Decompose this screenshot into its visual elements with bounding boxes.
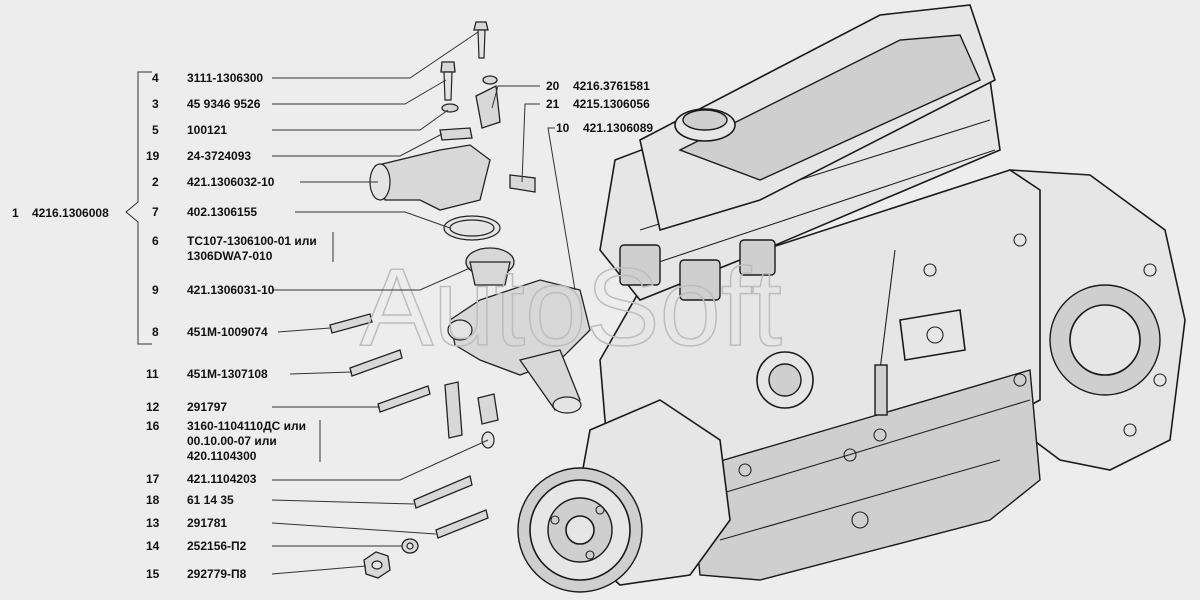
callout-number: 14 [146, 539, 160, 553]
part-code: 421.1306031-10 [187, 283, 275, 297]
part-code: 421.1306089 [583, 121, 653, 135]
callout-number: 13 [146, 516, 160, 530]
part-code-alt: 00.10.00-07 или [187, 434, 277, 448]
part-code: 45 9346 9526 [187, 97, 261, 111]
part-code: 4216.3761581 [573, 79, 650, 93]
callout-number: 9 [152, 283, 159, 297]
callout-number: 12 [146, 400, 160, 414]
part-code: 4215.1306056 [573, 97, 650, 111]
part-code: 3160-1104110ДС или [187, 419, 306, 433]
callout-number: 10 [556, 121, 570, 135]
callout-number: 20 [546, 79, 560, 93]
assembly-bracket [125, 71, 152, 345]
timing-cover-and-pulley [517, 399, 731, 593]
callout-number: 21 [546, 97, 560, 111]
callout-number: 7 [152, 205, 159, 219]
callout-labels: 1 4216.1306008 4 3111-1306300 3 45 9346 … [12, 71, 653, 581]
part-code: 291797 [187, 400, 227, 414]
part-code: 451М-1307108 [187, 367, 268, 381]
part-code: 24-3724093 [187, 149, 251, 163]
callout-number: 2 [152, 175, 159, 189]
callout-number: 11 [146, 367, 159, 381]
part-code: 3111-1306300 [187, 71, 263, 85]
callout-number: 4 [152, 71, 159, 85]
callout-number: 18 [146, 493, 160, 507]
part-code: 402.1306155 [187, 205, 257, 219]
part-code: 421.1306032-10 [187, 175, 275, 189]
part-code: 100121 [187, 123, 227, 137]
part-code: ТС107-1306100-01 или [187, 234, 317, 248]
part-code: 291781 [187, 516, 227, 530]
part-code: 252156-П2 [187, 539, 247, 553]
part-code: 451М-1009074 [187, 325, 268, 339]
callout-number: 3 [152, 97, 159, 111]
part-code: 421.1104203 [187, 472, 257, 486]
callout-number: 17 [146, 472, 160, 486]
callout-number: 8 [152, 325, 159, 339]
part-code: 61 14 35 [187, 493, 234, 507]
part-code: 292779-П8 [187, 567, 247, 581]
part-code-alt: 1306DWA7-010 [187, 249, 273, 263]
callout-number: 15 [146, 567, 160, 581]
callout-number: 5 [152, 123, 159, 137]
part-code-alt: 420.1104300 [187, 449, 257, 463]
exploded-parts [329, 21, 591, 579]
callout-number: 16 [146, 419, 160, 433]
callout-number: 6 [152, 234, 159, 248]
callout-number: 19 [146, 149, 160, 163]
assembly-number: 1 [12, 206, 19, 220]
assembly-code: 4216.1306008 [32, 206, 109, 220]
leader-lines [271, 31, 576, 575]
